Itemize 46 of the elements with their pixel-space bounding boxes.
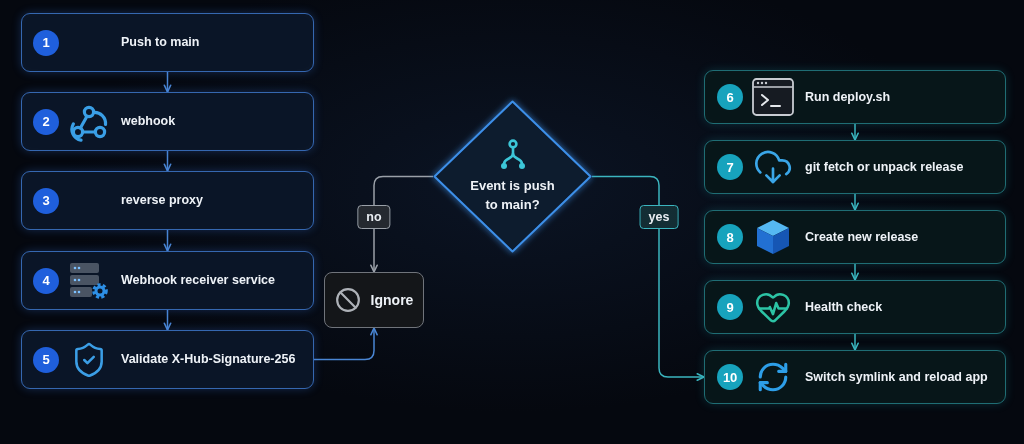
arrow [851, 333, 859, 351]
decision-label: Event is push to main? [469, 176, 556, 214]
arrow [313, 327, 378, 361]
step-number: 4 [33, 267, 59, 294]
step-number: 7 [717, 154, 743, 180]
process-box [704, 70, 1006, 124]
arrow [163, 150, 172, 172]
arrow [591, 175, 705, 381]
process-box [704, 210, 1006, 264]
edge-label: yes [639, 205, 679, 229]
step-number: 2 [33, 108, 59, 135]
process-box [21, 13, 314, 72]
process-box [704, 350, 1006, 404]
step-number: 8 [717, 224, 743, 250]
step-label: reverse proxy [121, 192, 203, 209]
step-label: Create new release [805, 228, 919, 246]
step-number: 6 [717, 84, 743, 110]
arrow [163, 309, 172, 331]
step-label: Health check [805, 298, 883, 316]
step-label: webhook [121, 113, 176, 130]
arrow [851, 193, 859, 211]
arrow [163, 229, 172, 252]
process-box [21, 251, 314, 310]
step-number: 5 [33, 346, 59, 373]
process-box [21, 171, 314, 230]
step-label: Run deploy.sh [805, 88, 891, 106]
process-box [704, 140, 1006, 194]
step-label: Switch symlink and reload app [805, 368, 988, 386]
step-number: 9 [717, 294, 743, 320]
step-number: 10 [717, 364, 743, 390]
outcome-label: Ignore [370, 292, 414, 308]
outcome-box [324, 272, 424, 328]
edge-label: no [357, 205, 391, 229]
arrow [163, 71, 172, 93]
decision-diamond [433, 100, 592, 253]
step-number: 3 [33, 187, 59, 214]
step-label: Push to main [121, 34, 200, 51]
process-box [21, 330, 314, 389]
step-label: Webhook receiver service [121, 272, 276, 289]
process-box [704, 280, 1006, 334]
arrow [851, 263, 859, 281]
step-number: 1 [33, 29, 59, 56]
process-box [21, 92, 314, 151]
arrow [851, 123, 859, 141]
step-label: git fetch or unpack release [805, 158, 964, 176]
step-label: Validate X-Hub-Signature-256 [121, 351, 296, 368]
